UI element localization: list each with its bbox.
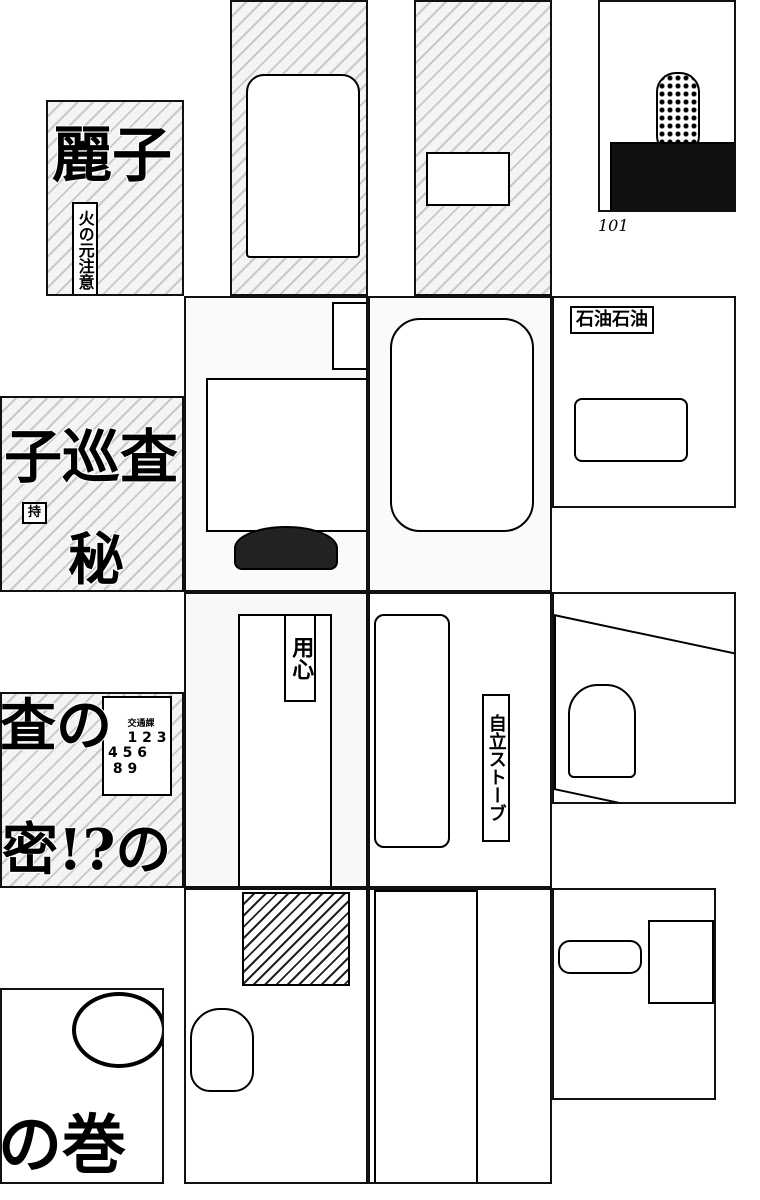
panel-stove: 自立ストーブ bbox=[368, 592, 552, 888]
caution-sign: 用心 bbox=[284, 614, 317, 702]
standing-board bbox=[246, 74, 360, 258]
panel-title-2: 子巡査 持 秘 bbox=[0, 396, 184, 592]
officer-body bbox=[390, 318, 534, 532]
shelf bbox=[206, 378, 366, 532]
title-text: の巻 bbox=[0, 1108, 127, 1183]
panel-flowers bbox=[598, 0, 736, 212]
sandal-foot bbox=[558, 940, 642, 974]
table bbox=[610, 142, 734, 210]
numbers-label: 交通課 bbox=[127, 719, 155, 730]
lamp bbox=[568, 684, 636, 778]
panel-officer-kneeling bbox=[368, 296, 552, 592]
numbers-board: 交通課 1 2 3 4 5 6 8 9 bbox=[102, 696, 173, 797]
panel-caution: 用心 bbox=[184, 592, 368, 888]
police-cap bbox=[234, 526, 338, 570]
panel-officer bbox=[184, 888, 368, 1184]
panel-shelf bbox=[184, 296, 368, 592]
stove-box-label: 自立ストーブ bbox=[482, 694, 510, 842]
hold-sign: 持 bbox=[22, 502, 48, 525]
telephone bbox=[574, 398, 688, 462]
officer-legs bbox=[374, 890, 478, 1182]
panel-telephone: 石油石油 bbox=[552, 296, 736, 508]
panel-legs bbox=[368, 888, 552, 1184]
panel-title-3: 交通課 1 2 3 4 5 6 8 9 査の 密!?の bbox=[0, 692, 184, 888]
chair bbox=[426, 152, 510, 206]
stove bbox=[374, 614, 450, 848]
window bbox=[242, 892, 350, 986]
chair-back bbox=[648, 920, 714, 1004]
panel-sandals bbox=[552, 888, 716, 1100]
numbers: 1 2 3 4 5 6 8 9 bbox=[108, 729, 167, 777]
panel-chair bbox=[414, 0, 552, 296]
title-text: 密!?の bbox=[2, 817, 172, 883]
calendar bbox=[332, 302, 366, 370]
title-text: 麗子 bbox=[51, 121, 173, 191]
officer-head bbox=[190, 1008, 254, 1092]
page-number: 101 bbox=[598, 216, 629, 235]
panel-clock: の巻 bbox=[0, 988, 164, 1184]
clock-icon bbox=[72, 992, 162, 1068]
kerosene-can-label: 石油石油 bbox=[570, 306, 654, 334]
panel-lamp bbox=[552, 592, 736, 804]
title-text: 秘 bbox=[67, 527, 125, 592]
title-text: 子巡査 bbox=[3, 423, 179, 491]
panel-board bbox=[230, 0, 368, 296]
panel-title-top: 麗子 火の元注意 bbox=[46, 100, 184, 296]
title-text: 査の bbox=[0, 693, 113, 759]
fire-caution-sign: 火の元注意 bbox=[72, 202, 98, 294]
